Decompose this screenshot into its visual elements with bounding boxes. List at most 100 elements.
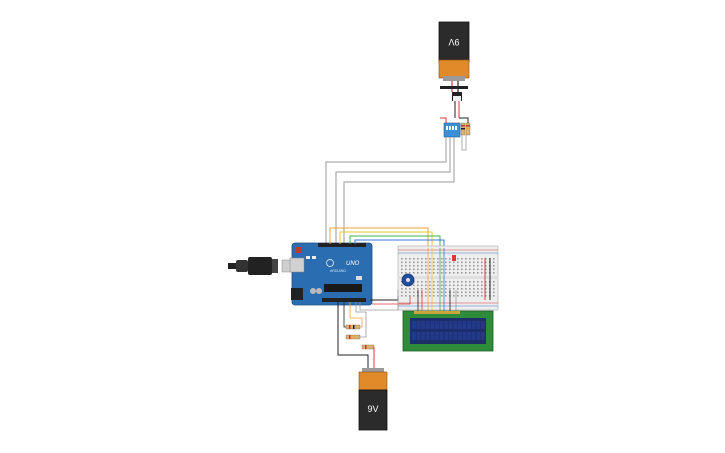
breadboard-hole	[421, 288, 423, 290]
battery-top[interactable]: 9V	[438, 21, 470, 81]
wire-blue[interactable]	[354, 239, 445, 248]
arduino-reset-button[interactable]	[296, 247, 302, 253]
breadboard-hole	[481, 291, 483, 294]
breadboard-hole	[461, 281, 463, 283]
breadboard-hole	[425, 284, 427, 287]
breadboard-hole	[461, 258, 463, 260]
breadboard-hole	[457, 295, 459, 297]
breadboard-hole	[421, 258, 423, 260]
breadboard-hole	[425, 288, 427, 290]
breadboard-hole	[461, 295, 463, 297]
breadboard-hole	[437, 281, 439, 283]
breadboard-hole	[457, 272, 459, 274]
breadboard-hole	[465, 261, 467, 264]
breadboard-hole	[481, 284, 483, 287]
wire-switch-gray-4[interactable]	[461, 135, 467, 151]
arduino-smd	[306, 256, 310, 259]
breadboard-led[interactable]	[452, 255, 456, 261]
arduino-header-bottom	[322, 298, 366, 302]
wire-gray-lower[interactable]	[359, 290, 399, 311]
lcd-cell	[481, 332, 485, 340]
lcd-ribbon-wires[interactable]	[417, 248, 457, 312]
breadboard-hole	[469, 261, 471, 264]
breadboard-hole	[413, 272, 415, 274]
wire-switch-gray-2[interactable]	[335, 137, 451, 244]
resistor-bottom-1[interactable]	[345, 324, 361, 330]
breadboard-hole	[441, 295, 443, 297]
breadboard-hole	[417, 268, 419, 271]
arduino-capacitor	[316, 288, 322, 294]
resistor-bottom-2[interactable]	[345, 334, 361, 340]
breadboard[interactable]	[397, 245, 499, 311]
breadboard-hole	[473, 268, 475, 271]
wire-switch-gray-1[interactable]	[325, 137, 447, 244]
breadboard-hole	[425, 272, 427, 274]
resistor-bottom-3[interactable]	[361, 344, 375, 350]
dip-switch-icon[interactable]	[443, 122, 461, 138]
lcd-cell	[435, 332, 439, 340]
wire-arduino-res-1[interactable]	[343, 302, 346, 328]
breadboard-hole	[405, 295, 407, 297]
wire-arduino-res-2[interactable]	[349, 302, 363, 328]
breadboard-hole	[481, 268, 483, 271]
breadboard-hole	[445, 284, 447, 287]
breadboard-hole	[433, 295, 435, 297]
breadboard-hole	[433, 265, 435, 267]
lcd-cell	[462, 321, 467, 329]
arduino-brand: UNO	[346, 261, 360, 267]
resistor-icon[interactable]	[460, 122, 471, 136]
wire-green[interactable]	[349, 235, 441, 248]
breadboard-hole	[493, 284, 495, 287]
wire-orange[interactable]	[329, 227, 429, 248]
wire-switch-red[interactable]	[440, 117, 447, 123]
breadboard-hole	[457, 291, 459, 294]
arduino-logo-icon	[326, 259, 334, 267]
lcd-cell	[453, 332, 458, 340]
breadboard-hole	[457, 261, 459, 264]
lcd-cell	[462, 332, 467, 340]
breadboard-hole	[477, 281, 479, 283]
lcd-cell	[476, 332, 481, 340]
breadboard-hole	[469, 268, 471, 271]
breadboard-hole	[461, 291, 463, 294]
breadboard-hole	[493, 291, 495, 294]
wire-battery-bottom-black[interactable]	[337, 302, 369, 370]
breadboard-hole	[465, 291, 467, 294]
breadboard-hole	[445, 268, 447, 271]
breadboard-hole	[405, 268, 407, 271]
arduino-uno-board[interactable]: UNO ARDUINO	[289, 242, 373, 306]
breadboard-hole	[477, 295, 479, 297]
potentiometer-icon[interactable]	[401, 273, 415, 287]
lcd-display[interactable]	[402, 310, 494, 352]
breadboard-hole	[401, 272, 403, 274]
breadboard-hole	[469, 288, 471, 290]
lcd-cell	[444, 321, 448, 329]
breadboard-hole	[401, 265, 403, 267]
breadboard-hole	[401, 284, 403, 287]
breadboard-hole	[453, 295, 455, 297]
breadboard-hole	[469, 295, 471, 297]
wire-gnd-black[interactable]	[370, 296, 399, 301]
breadboard-hole	[465, 284, 467, 287]
lcd-cell	[444, 332, 448, 340]
battery-bottom-body	[358, 389, 388, 431]
breadboard-hole	[413, 284, 415, 287]
wire-switch-gray-3[interactable]	[343, 137, 455, 244]
breadboard-hole	[485, 288, 487, 290]
usb-cable-icon[interactable]	[228, 257, 295, 275]
wire-5v-red[interactable]	[372, 296, 411, 305]
wire-arduino-res-3[interactable]	[355, 302, 367, 338]
breadboard-hole	[417, 272, 419, 274]
lcd-cell	[476, 321, 481, 329]
battery-bottom[interactable]: 9V	[358, 368, 388, 431]
breadboard-hole	[441, 261, 443, 264]
lcd-cell	[416, 321, 421, 329]
breadboard-hole	[441, 272, 443, 274]
lcd-cell	[467, 321, 471, 329]
breadboard-hole	[437, 284, 439, 287]
breadboard-hole	[437, 288, 439, 290]
breadboard-hole	[473, 284, 475, 287]
breadboard-hole	[425, 291, 427, 294]
transistor-icon[interactable]	[452, 92, 462, 118]
wire-switch-black[interactable]	[459, 117, 469, 123]
